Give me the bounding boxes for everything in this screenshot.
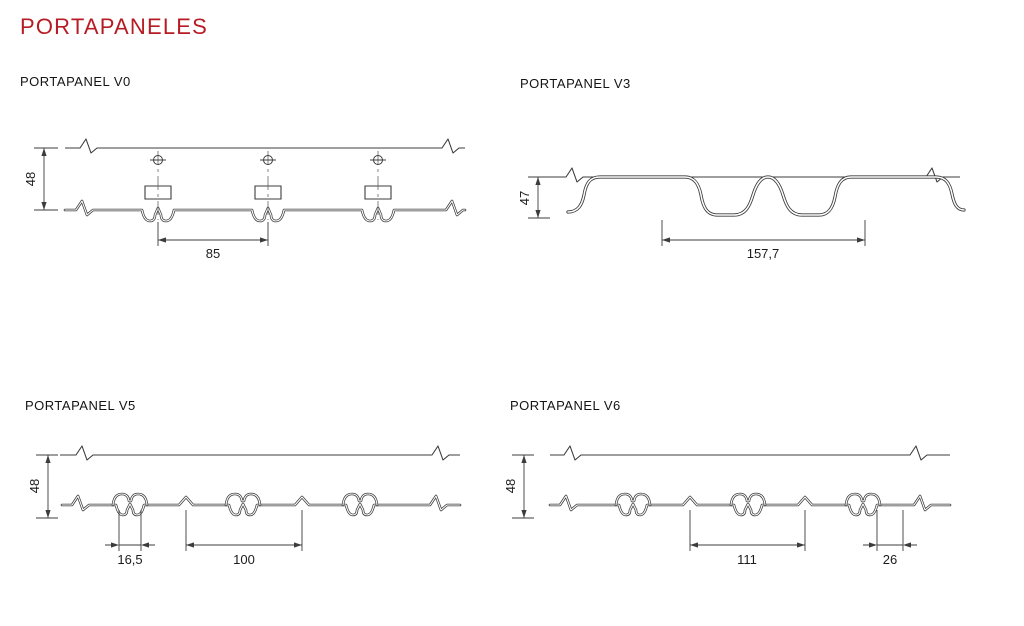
v5-profile-inner bbox=[61, 495, 461, 516]
v6-clip-label: 26 bbox=[883, 552, 897, 567]
v5-dimension-clip-width: 16,5 bbox=[105, 510, 155, 567]
v0-height-label: 48 bbox=[23, 172, 38, 186]
v3-dimension-pitch: 157,7 bbox=[661, 220, 866, 261]
v6-pitch-dim-lines bbox=[689, 510, 806, 551]
v3-dimension-height: 47 bbox=[517, 176, 550, 219]
v6-clip-dim-lines bbox=[863, 510, 917, 551]
v0-screw-symbols bbox=[150, 155, 386, 165]
v6-section-title: PORTAPANEL V6 bbox=[510, 398, 621, 413]
v0-top-edge-with-break-marks bbox=[65, 138, 465, 154]
v0-clip-boxes bbox=[144, 185, 392, 200]
v6-rail bbox=[548, 445, 952, 517]
v6-profile-inner bbox=[549, 495, 951, 516]
v5-pitch-dim-lines bbox=[185, 510, 303, 551]
v5-clip-dim-lines bbox=[105, 510, 155, 551]
v0-height-dim-lines bbox=[34, 147, 58, 211]
v5-height-label: 48 bbox=[27, 479, 42, 493]
v6-dimension-height: 48 bbox=[503, 454, 534, 519]
v5-clip-caps-inner bbox=[112, 493, 378, 506]
v5-dimension-height: 48 bbox=[27, 454, 58, 519]
v6-pitch-label: 111 bbox=[737, 552, 757, 567]
v3-profile-outline bbox=[566, 175, 966, 217]
v0-section-title: PORTAPANEL V0 bbox=[20, 74, 131, 89]
v0-pitch-label: 85 bbox=[206, 246, 220, 261]
v6-dimension-clip-width: 26 bbox=[863, 510, 917, 567]
v0-dimension-pitch: 85 bbox=[157, 222, 269, 261]
v6-clip-caps-inner bbox=[615, 493, 881, 506]
page-title: PORTAPANELES bbox=[20, 14, 209, 39]
v5-rail bbox=[60, 445, 462, 517]
v0-drawing: 48 85 bbox=[23, 138, 467, 261]
v5-drawing: 48 16,5 100 bbox=[27, 445, 462, 567]
v5-dimension-pitch: 100 bbox=[185, 510, 303, 567]
v6-height-dim-lines bbox=[512, 454, 534, 519]
v0-dimension-height: 48 bbox=[23, 147, 58, 211]
v5-top-edge-with-break-marks bbox=[60, 445, 460, 461]
v0-pitch-dim-lines bbox=[157, 222, 269, 246]
v0-center-lines bbox=[157, 151, 379, 220]
v6-height-label: 48 bbox=[503, 479, 518, 493]
v3-height-label: 47 bbox=[517, 191, 532, 205]
v3-top-edge-with-break-marks bbox=[550, 167, 960, 183]
v3-rail bbox=[550, 167, 966, 217]
v5-section-title: PORTAPANEL V5 bbox=[25, 398, 136, 413]
v5-height-dim-lines bbox=[36, 454, 58, 519]
v5-clip-arrowheads bbox=[111, 542, 149, 548]
v3-section-title: PORTAPANEL V3 bbox=[520, 76, 631, 91]
v0-rail bbox=[63, 138, 467, 223]
v5-clip-caps-outline bbox=[111, 492, 379, 507]
v6-top-edge-with-break-marks bbox=[550, 445, 950, 461]
v3-profile-inner bbox=[567, 176, 965, 216]
v3-pitch-dim-lines bbox=[661, 220, 866, 246]
v6-drawing: 48 111 26 bbox=[503, 445, 952, 567]
v3-pitch-label: 157,7 bbox=[747, 246, 780, 261]
v5-pitch-label: 100 bbox=[233, 552, 255, 567]
v3-drawing: 47 157,7 bbox=[517, 167, 966, 261]
v6-dimension-pitch: 111 bbox=[689, 510, 806, 567]
v5-clip-label: 16,5 bbox=[117, 552, 142, 567]
